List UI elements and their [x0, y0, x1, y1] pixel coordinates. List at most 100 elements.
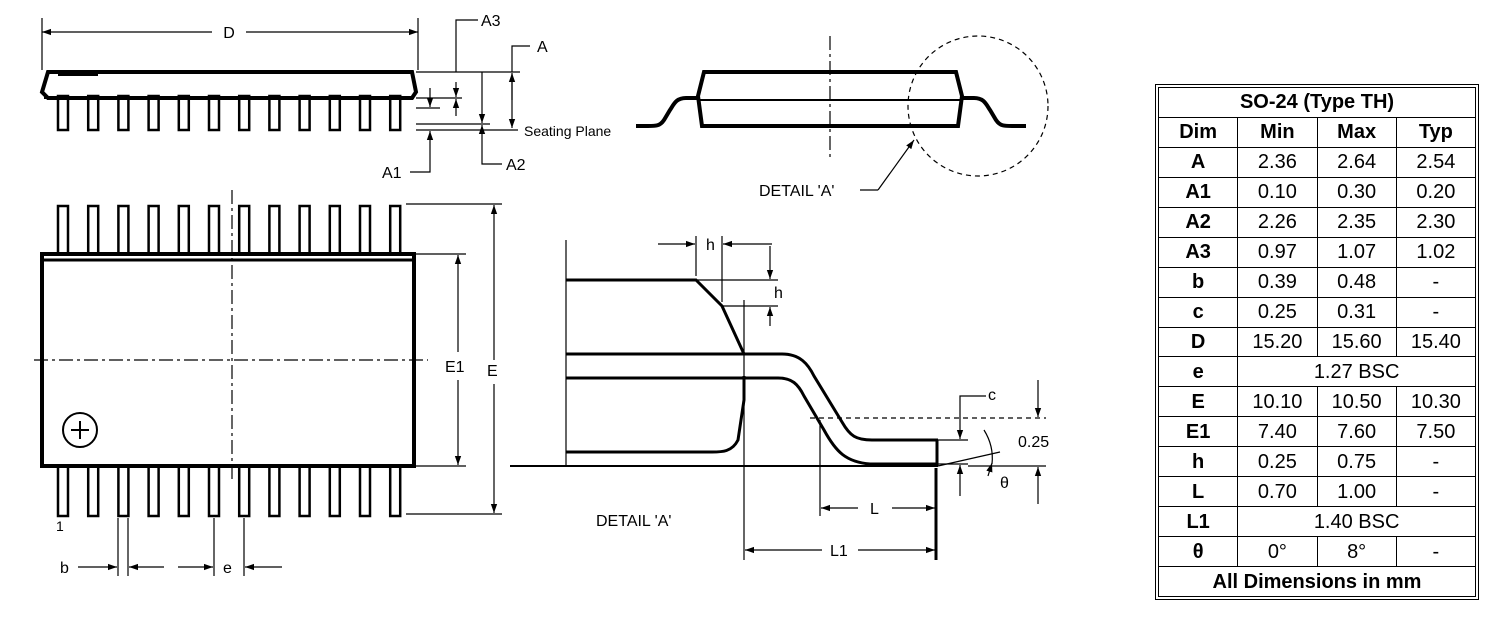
- cell-dim: A3: [1157, 236, 1239, 268]
- top-lead-13: [388, 204, 402, 260]
- top-view-bottom-pins: [56, 460, 402, 518]
- cell-max: 1.07: [1316, 236, 1397, 268]
- cell-span-value: 1.40 BSC: [1237, 506, 1476, 538]
- top-lead-15: [328, 204, 342, 260]
- bottom-lead-10: [328, 460, 342, 518]
- cell-min: 2.36: [1237, 146, 1318, 178]
- a1-leader: [410, 150, 431, 173]
- side-lead-4: [147, 94, 160, 132]
- side-lead-9: [298, 94, 311, 132]
- theta-arc: [983, 429, 993, 465]
- bottom-lead-8: [268, 460, 281, 518]
- cell-span-value: 1.27 BSC: [1237, 356, 1476, 388]
- cell-min: 15.20: [1237, 326, 1318, 358]
- h-side-label: h: [774, 285, 783, 302]
- side-lead-1: [56, 94, 70, 132]
- seating-plane-label: Seating Plane: [524, 123, 611, 139]
- cell-min: 0.39: [1237, 266, 1318, 298]
- cell-max: 0.48: [1316, 266, 1397, 298]
- cell-min: 0.70: [1237, 476, 1318, 508]
- cell-typ: -: [1395, 476, 1477, 508]
- table-title-row: SO-24 (Type TH): [1158, 87, 1476, 118]
- cell-min: 0°: [1237, 536, 1318, 567]
- cell-max: 0.30: [1316, 176, 1397, 208]
- cell-typ: -: [1395, 266, 1477, 298]
- cell-typ: 15.40: [1395, 326, 1477, 358]
- detail-lead-top-edge: [566, 352, 938, 442]
- bottom-lead-5: [177, 460, 191, 518]
- side-lead-3: [117, 94, 130, 132]
- cell-max: 2.35: [1316, 206, 1397, 238]
- detail-lead-bottom-edge: [566, 376, 938, 466]
- cell-typ: -: [1395, 446, 1477, 478]
- detail-a-view: h h c 0.25 θ L L1 DETAIL 'A': [510, 236, 1049, 560]
- cell-dim: h: [1157, 446, 1239, 478]
- detail-body-top-outline: [566, 278, 746, 355]
- detail-a-title: DETAIL 'A': [596, 513, 671, 530]
- top-view: 1 E1 E b e: [34, 190, 502, 577]
- h-top-label: h: [706, 237, 715, 254]
- package-outline-drawing: D A A3 A1 A2 Seating Plane: [34, 13, 1049, 577]
- cell-dim: θ: [1157, 536, 1239, 567]
- theta-arrow: [986, 462, 993, 477]
- a3-leader: [455, 19, 478, 72]
- gauge-label: 0.25: [1018, 434, 1049, 451]
- bottom-lead-6: [207, 460, 221, 518]
- cell-typ: 1.02: [1395, 236, 1477, 268]
- bottom-lead-9: [298, 460, 311, 518]
- a1-label: A1: [382, 165, 402, 182]
- cell-dim: b: [1157, 266, 1239, 298]
- bottom-lead-4: [147, 460, 160, 518]
- bottom-lead-11: [358, 460, 372, 518]
- cell-typ: -: [1395, 536, 1477, 567]
- top-lead-17: [268, 204, 281, 260]
- e-label: E: [487, 363, 498, 380]
- cell-min: 0.97: [1237, 236, 1318, 268]
- end-view-lead-left: [636, 96, 698, 128]
- cell-dim: A2: [1157, 206, 1239, 238]
- cell-typ: 2.30: [1395, 206, 1477, 238]
- pin1-label: 1: [56, 518, 64, 534]
- detail-body-bottom-outline: [566, 376, 746, 454]
- cell-max: 0.75: [1316, 446, 1397, 478]
- side-lead-2: [86, 94, 100, 132]
- top-lead-22: [117, 204, 130, 260]
- table-header-row: Dim Min Max Typ: [1157, 116, 1477, 148]
- detail-a-reference-label: DETAIL 'A': [759, 183, 834, 200]
- cell-max: 8°: [1316, 536, 1397, 567]
- header-typ: Typ: [1395, 116, 1477, 148]
- cell-typ: -: [1395, 296, 1477, 328]
- side-lead-11: [358, 94, 372, 132]
- cell-min: 2.26: [1237, 206, 1318, 238]
- cell-min: 0.25: [1237, 446, 1318, 478]
- top-lead-23: [86, 204, 100, 260]
- bottom-lead-2: [86, 460, 100, 518]
- cell-dim: A1: [1157, 176, 1239, 208]
- header-min: Min: [1237, 116, 1318, 148]
- a3-label: A3: [481, 13, 501, 30]
- cell-typ: 0.20: [1395, 176, 1477, 208]
- cell-min: 0.25: [1237, 296, 1318, 328]
- cell-dim: D: [1157, 326, 1239, 358]
- cell-max: 1.00: [1316, 476, 1397, 508]
- detail-a-pointer: [877, 139, 915, 191]
- bottom-lead-12: [388, 460, 402, 518]
- table-footer: All Dimensions in mm: [1158, 566, 1476, 597]
- cell-max: 10.50: [1316, 386, 1397, 418]
- e1-label: E1: [445, 359, 465, 376]
- side-lead-6: [207, 94, 221, 132]
- c-label: c: [988, 387, 996, 404]
- cell-max: 15.60: [1316, 326, 1397, 358]
- cell-dim: E1: [1157, 416, 1239, 448]
- cell-typ: 2.54: [1395, 146, 1477, 178]
- cell-dim: e: [1157, 356, 1239, 388]
